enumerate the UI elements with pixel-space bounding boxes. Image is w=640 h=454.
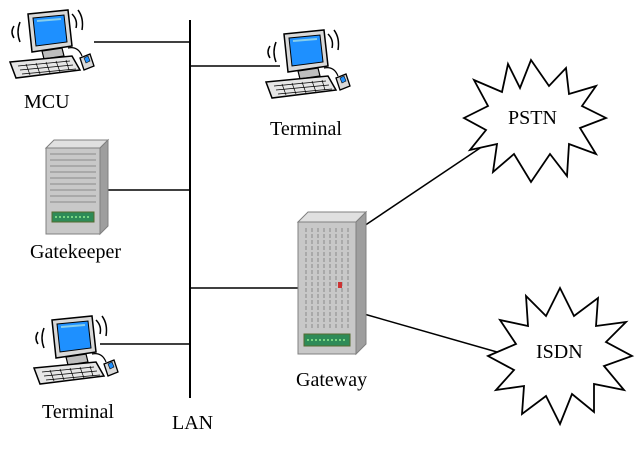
terminal-top-label: Terminal xyxy=(270,118,342,140)
isdn-label: ISDN xyxy=(536,341,583,363)
gatekeeper-label: Gatekeeper xyxy=(30,241,122,263)
mcu-label: MCU xyxy=(24,91,70,113)
mcu-computer-icon xyxy=(9,9,95,79)
pstn-starburst-icon xyxy=(462,58,609,184)
isdn-starburst-icon xyxy=(485,285,635,427)
gateway-label: Gateway xyxy=(296,369,368,391)
gateway-pstn-link-line xyxy=(363,135,499,227)
pstn-label: PSTN xyxy=(508,107,557,129)
gateway-isdn-link-line xyxy=(363,313,519,359)
gatekeeper-server-icon xyxy=(45,139,109,235)
terminal-bottom-label: Terminal xyxy=(42,401,114,423)
lan-label: LAN xyxy=(172,412,214,434)
gateway-server-icon xyxy=(297,211,367,355)
terminal-top-computer-icon xyxy=(265,29,351,99)
terminal-bottom-computer-icon xyxy=(33,315,119,385)
